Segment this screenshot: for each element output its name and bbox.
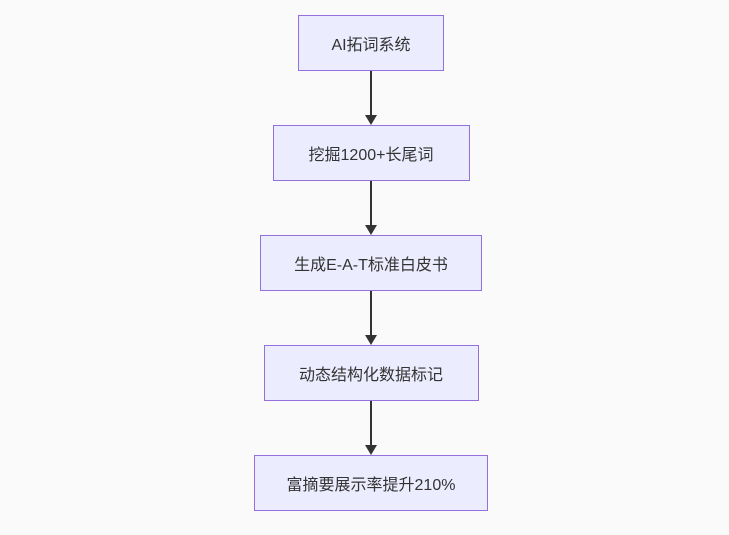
flow-arrow-down <box>365 181 377 235</box>
arrowhead-down-icon <box>365 335 377 345</box>
flow-arrow-down <box>365 71 377 125</box>
node-generate-eat-whitepaper: 生成E-A-T标准白皮书 <box>260 235 482 291</box>
arrowhead-down-icon <box>365 115 377 125</box>
node-label: 生成E-A-T标准白皮书 <box>294 257 448 274</box>
arrowhead-down-icon <box>365 445 377 455</box>
arrow-line <box>370 71 372 116</box>
node-label: 富摘要展示率提升210% <box>286 477 456 494</box>
flow-arrow-down <box>365 291 377 345</box>
node-label: 挖掘1200+长尾词 <box>308 147 434 164</box>
arrow-line <box>370 181 372 226</box>
node-mine-longtail-keywords: 挖掘1200+长尾词 <box>272 125 470 181</box>
arrow-line <box>370 401 372 446</box>
node-ai-word-expansion-system: AI拓词系统 <box>298 15 444 71</box>
node-dynamic-structured-data-markup: 动态结构化数据标记 <box>263 345 479 401</box>
flow-arrow-down <box>365 401 377 455</box>
node-rich-snippet-rate-increase: 富摘要展示率提升210% <box>254 455 488 511</box>
arrowhead-down-icon <box>365 225 377 235</box>
node-label: 动态结构化数据标记 <box>298 367 443 384</box>
node-label: AI拓词系统 <box>331 37 411 54</box>
arrow-line <box>370 291 372 336</box>
flowchart-canvas: AI拓词系统 挖掘1200+长尾词 生成E-A-T标准白皮书 动态结构化数据标记… <box>254 15 488 511</box>
